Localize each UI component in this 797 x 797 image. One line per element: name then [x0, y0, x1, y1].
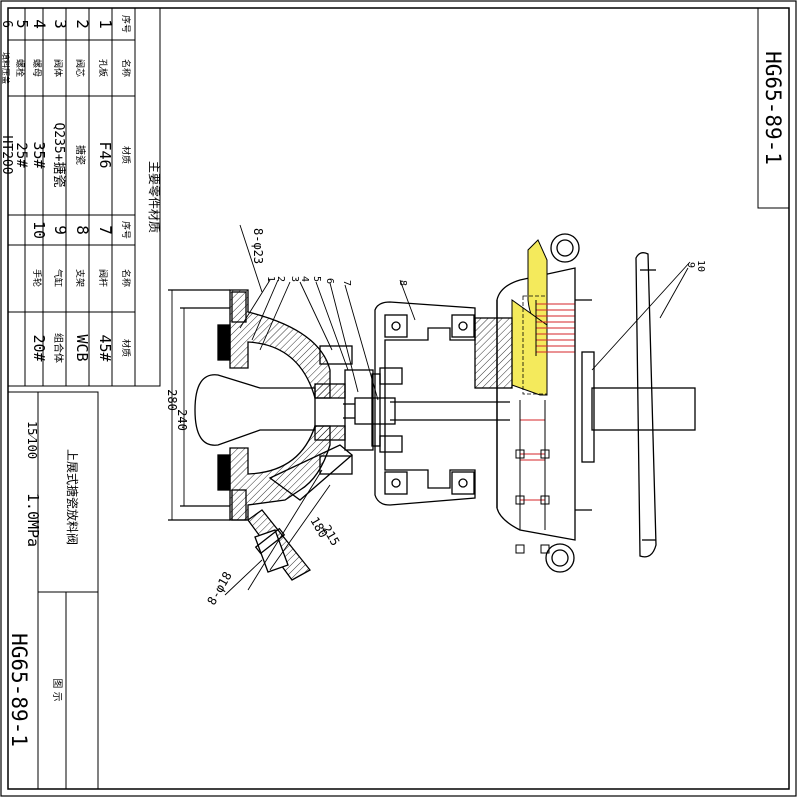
row7-name: 阀杆 [97, 269, 109, 287]
row3-name: 阀体 [52, 59, 64, 77]
parts-table [7, 7, 161, 387]
row1-material: F46 [96, 141, 114, 168]
header-material-right: 材质 [120, 339, 132, 357]
row10-index: 10 [30, 221, 48, 239]
spec-pressure: 1.0MPa [24, 493, 42, 547]
callout-8: 8 [397, 280, 408, 286]
handwheel [581, 252, 696, 558]
bracket [374, 301, 513, 506]
row2-index: 2 [73, 19, 92, 29]
row6-material: HT200 [0, 135, 14, 174]
dim-280: 280 [165, 389, 179, 411]
row3-material: Q235+搪瓷 [51, 122, 67, 187]
row8-name: 支架 [74, 269, 86, 287]
row9-name: 气缸 [52, 269, 64, 287]
inner-border [7, 7, 790, 790]
row3-index: 3 [51, 19, 70, 29]
drawing-number-top: HG65-89-1 [761, 51, 785, 165]
row4-index: 4 [30, 19, 49, 29]
stem [343, 397, 396, 425]
row7-material: 45# [96, 334, 114, 361]
row4-name: 螺母 [31, 59, 42, 77]
callout-10: 10 [695, 260, 706, 272]
callout-6: 6 [324, 278, 335, 284]
figure-label: 图 示 [51, 678, 63, 701]
header-index-right: 序号 [120, 221, 132, 239]
row4-material: 35# [30, 141, 48, 168]
dim-flange-holes-top: 8-φ23 [251, 228, 265, 264]
plug [194, 324, 316, 491]
callout-4: 4 [299, 276, 310, 282]
cylinder-bolts [515, 400, 550, 554]
dim-flange-holes-bottom: 8-φ18 [204, 569, 234, 607]
row2-name: 阀芯 [74, 59, 86, 77]
drawing-number-bottom: HG65-89-1 [7, 633, 31, 747]
row5-index: 5 [13, 19, 31, 28]
valve-body [229, 289, 354, 581]
springs [520, 303, 575, 501]
header-name-right: 名称 [120, 269, 132, 287]
dimension-lines [171, 224, 331, 596]
lifting-ears [545, 233, 580, 573]
header-material: 材质 [120, 146, 132, 164]
row8-index: 8 [73, 225, 92, 235]
callout-9: 9 [685, 262, 696, 268]
callout-5: 5 [311, 276, 322, 282]
valve-drawing [168, 224, 696, 596]
row1-name: 孔板 [97, 59, 109, 77]
row9-index: 9 [51, 225, 70, 235]
row5-material: 25# [13, 142, 29, 168]
row10-material: 20# [30, 334, 48, 361]
header-index: 序号 [120, 15, 132, 33]
row2-material: 搪瓷 [74, 145, 87, 165]
row7-index: 7 [96, 225, 115, 235]
orifice-flange [168, 289, 247, 521]
row9-material: 组合体 [52, 333, 65, 363]
drawing-number-box [757, 7, 790, 209]
row1-index: 1 [96, 19, 115, 29]
row5-name: 螺栓 [14, 59, 26, 77]
cylinder [496, 239, 592, 541]
product-name: 上展式搪瓷放料阀 [65, 449, 80, 545]
title-block [7, 391, 99, 790]
row8-material: WCB [73, 334, 91, 361]
spring-outline [535, 300, 576, 356]
leader-lines [239, 261, 691, 401]
dim-240: 240 [175, 409, 189, 431]
callout-3: 3 [289, 276, 300, 282]
spec-fraction: 15⁄100 [25, 421, 39, 459]
callout-7: 7 [341, 280, 352, 286]
parts-table-title: 主要零件材质 [147, 161, 161, 233]
header-name: 名称 [120, 59, 132, 77]
row6-name: 填料压盖 [1, 52, 11, 84]
row10-name: 手轮 [31, 269, 43, 287]
row6-index: 6 [0, 20, 14, 28]
callout-1: 1 [265, 276, 276, 282]
callout-2: 2 [275, 276, 286, 282]
